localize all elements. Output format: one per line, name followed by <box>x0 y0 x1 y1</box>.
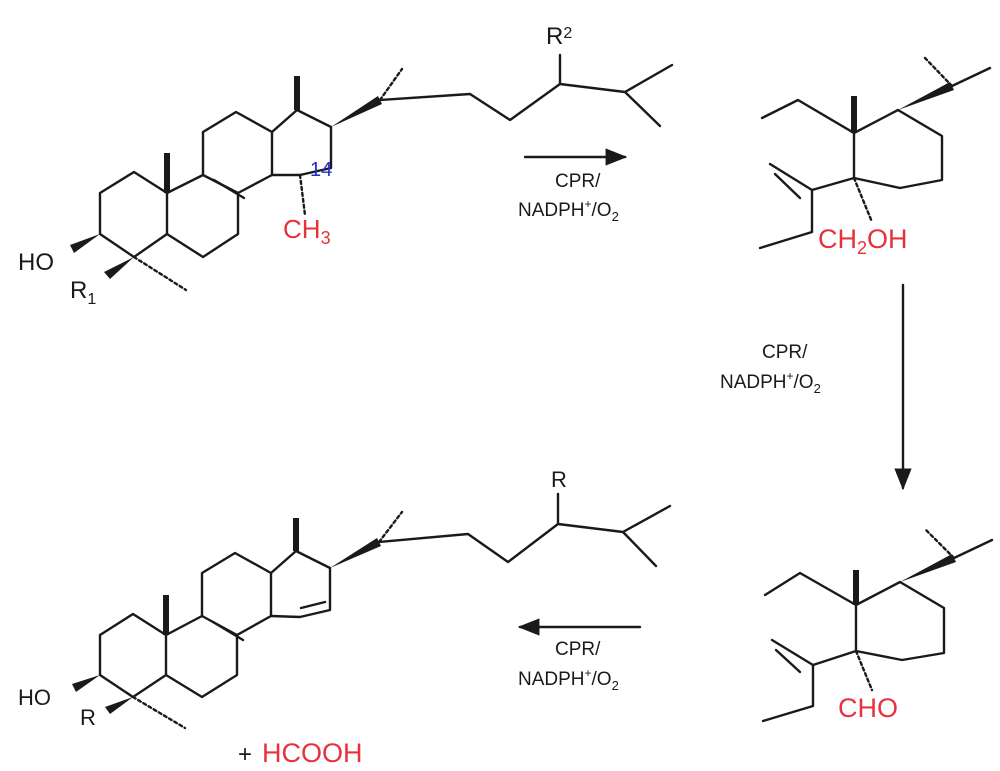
product-oh-wedge <box>72 675 100 692</box>
product-c4-methyl-hash <box>131 695 187 730</box>
side-chain-wedge <box>331 96 382 127</box>
substrate-r1-label: R1 <box>70 277 96 308</box>
locant-14-label: 14 <box>310 159 332 181</box>
aldehyde-ring-b-stub <box>761 663 815 723</box>
alcohol-ring-b-stub <box>758 188 814 250</box>
alcohol-side-wedge <box>898 82 954 110</box>
reagent-2-line2: NADPH+/O2 <box>720 369 821 396</box>
product-c13-methyl <box>293 518 299 551</box>
alcohol-side-chain <box>950 66 992 88</box>
c4-methyl-hash <box>132 255 188 292</box>
aldehyde-ring-d <box>854 580 946 662</box>
ring-d <box>270 108 333 177</box>
product-ring-d <box>269 549 332 619</box>
reagent-3-line2: NADPH+/O2 <box>518 666 619 693</box>
product-side-chain <box>377 522 658 568</box>
ch3-label: CH3 <box>283 214 331 248</box>
reagent-2-line1: CPR/ <box>762 342 808 363</box>
substrate-r2-label: R2 <box>546 23 572 50</box>
product-sterol: HO R R + HCOOH <box>18 467 672 768</box>
aldehyde-side-chain <box>952 538 994 560</box>
aldehyde-double-bond <box>774 648 802 674</box>
double-bond-8-9 <box>212 178 246 200</box>
intermediate-alcohol: CH2OH <box>758 56 992 258</box>
alcohol-c20-hash <box>923 56 954 88</box>
ring-c <box>201 110 274 195</box>
c10-methyl <box>164 153 170 193</box>
substrate-ho-label: HO <box>18 249 54 276</box>
product-r-side-label: R <box>551 467 567 492</box>
ch2oh-label: CH2OH <box>818 224 908 258</box>
c14-methyl-hash <box>298 173 307 217</box>
intermediate-aldehyde: CHO <box>761 528 994 723</box>
product-double-bond-14-15 <box>299 600 327 610</box>
product-r-wedge <box>105 697 133 714</box>
substrate-sterol: HO R1 R2 14 CH3 <box>18 23 674 308</box>
side-chain <box>378 82 662 128</box>
alcohol-ring-c <box>760 98 856 192</box>
product-c20-hash <box>377 510 404 544</box>
aldehyde-c13-methyl <box>853 570 859 605</box>
ring-a <box>98 170 169 259</box>
aldehyde-c14-hash <box>854 649 874 692</box>
product-ho-label: HO <box>18 685 51 710</box>
c13-methyl <box>294 76 300 110</box>
hcooh-label: HCOOH <box>262 738 363 768</box>
ring-b <box>165 173 240 259</box>
alcohol-double-bond <box>773 172 802 200</box>
product-double-bond-8-9 <box>211 620 245 642</box>
product-terminal-methyl <box>621 504 672 534</box>
alcohol-ring-d <box>852 108 944 190</box>
reagent-3-line1: CPR/ <box>555 639 601 660</box>
product-ring-a <box>98 612 168 699</box>
product-side-wedge <box>330 538 381 568</box>
product-r-label: R <box>80 705 96 730</box>
product-c10-methyl <box>163 595 169 635</box>
cho-label: CHO <box>838 693 898 723</box>
c20-methyl-hash <box>378 67 404 102</box>
alcohol-c14-hash <box>852 176 874 224</box>
aldehyde-c20-hash <box>924 528 956 560</box>
reagent-1-line1: CPR/ <box>555 171 601 192</box>
aldehyde-ring-c <box>763 571 858 667</box>
reagent-1-line2: NADPH+/O2 <box>518 197 619 224</box>
terminal-methyl <box>623 63 674 94</box>
product-ring-c <box>200 551 273 637</box>
alcohol-c13-methyl <box>851 96 857 133</box>
product-ring-b <box>164 614 239 699</box>
oh-wedge <box>70 234 100 253</box>
plus-sign: + <box>238 741 252 768</box>
r1-wedge <box>104 257 134 279</box>
aldehyde-side-wedge <box>900 554 956 582</box>
